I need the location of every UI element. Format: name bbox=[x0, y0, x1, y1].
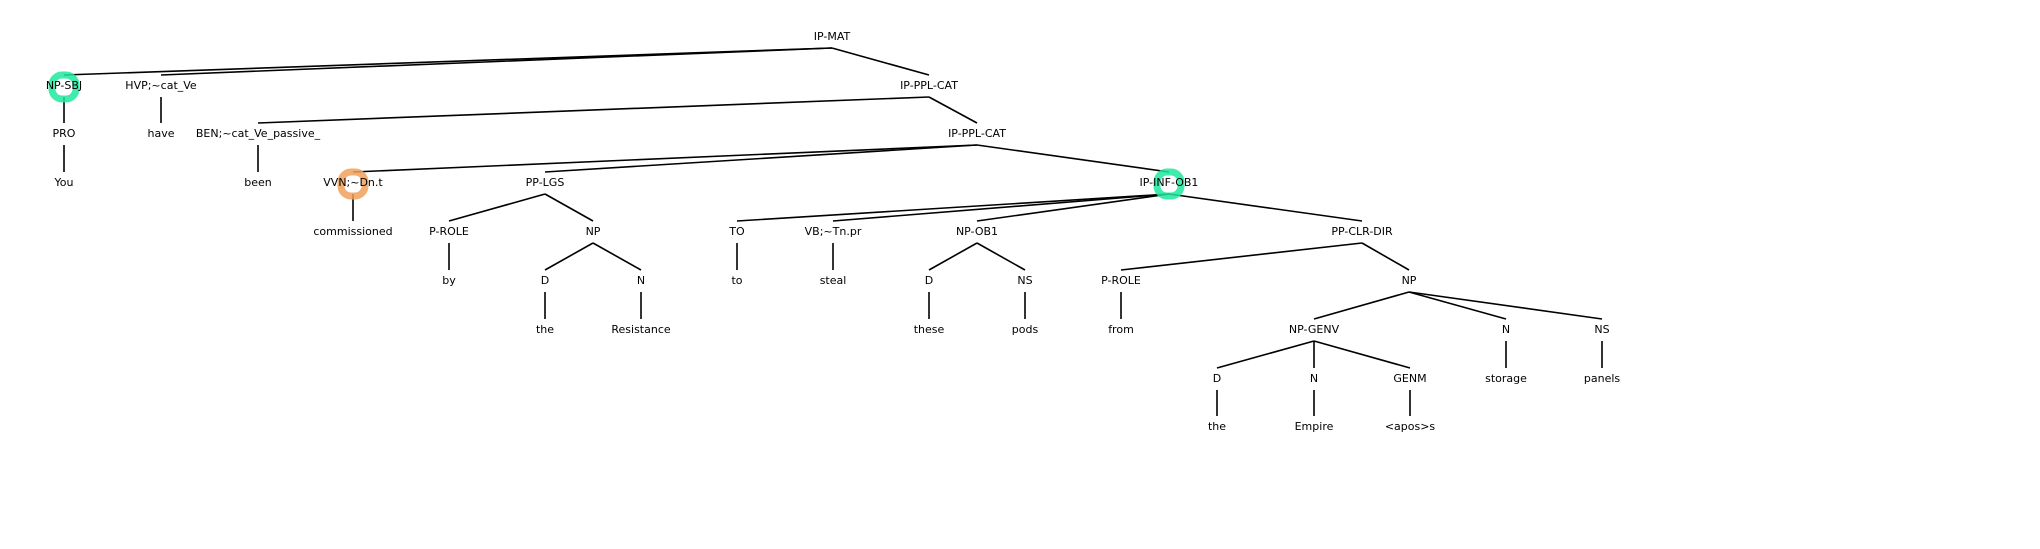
tree-node-label: D bbox=[925, 274, 933, 287]
tree-node-label: N bbox=[637, 274, 645, 287]
tree-node-label: IP-INF-OB1 bbox=[1140, 176, 1199, 189]
tree-edge-n34-n39 bbox=[1216, 340, 1315, 369]
tree-node-label: GENM bbox=[1393, 372, 1426, 385]
tree-edge-n11-n14 bbox=[448, 193, 546, 222]
tree-node-label: VB;~Tn.pr bbox=[805, 225, 862, 238]
node-highlight-green bbox=[1153, 168, 1185, 200]
tree-edge-n12-n24 bbox=[1168, 193, 1363, 222]
tree-edge-n34-n41 bbox=[1313, 340, 1411, 369]
tree-edge-n23-n27 bbox=[928, 242, 978, 271]
tree-edge-n0-n2 bbox=[160, 47, 833, 76]
tree-node-label: from bbox=[1108, 323, 1134, 336]
tree-edges bbox=[63, 47, 1603, 416]
node-highlights bbox=[48, 71, 1185, 200]
tree-node-label: IP-PPL-CAT bbox=[900, 79, 958, 92]
tree-node-label: NP-OB1 bbox=[956, 225, 998, 238]
tree-node-label: BEN;~cat_Ve_passive_ bbox=[196, 127, 321, 140]
tree-node-label: steal bbox=[820, 274, 847, 287]
tree-node-label: NP-SBJ bbox=[46, 79, 82, 92]
tree-node-label: NS bbox=[1594, 323, 1609, 336]
tree-node-label: panels bbox=[1584, 372, 1621, 385]
tree-edge-n3-n7 bbox=[257, 96, 930, 124]
tree-edge-n23-n28 bbox=[976, 242, 1026, 271]
tree-node-label: the bbox=[1208, 420, 1226, 433]
tree-edge-n12-n22 bbox=[832, 193, 1170, 222]
tree-node-label: PP-LGS bbox=[526, 176, 565, 189]
tree-node-label: N bbox=[1502, 323, 1510, 336]
tree-edge-n32-n34 bbox=[1313, 291, 1410, 320]
tree-node-label: D bbox=[1213, 372, 1221, 385]
tree-node-label: VVN;~Dn.t bbox=[323, 176, 383, 189]
tree-node-label: HVP;~cat_Ve bbox=[125, 79, 197, 92]
tree-node-label: NP-GENV bbox=[1289, 323, 1340, 336]
tree-edge-n8-n10 bbox=[352, 144, 978, 173]
tree-node-label: have bbox=[148, 127, 175, 140]
tree-node-label: NP bbox=[1402, 274, 1417, 287]
tree-node-label: IP-PPL-CAT bbox=[948, 127, 1006, 140]
tree-edge-n3-n8 bbox=[928, 96, 978, 124]
tree-edge-n12-n21 bbox=[736, 193, 1170, 222]
tree-edge-n11-n15 bbox=[544, 193, 594, 222]
tree-edge-n8-n12 bbox=[976, 144, 1170, 173]
tree-node-label: Resistance bbox=[611, 323, 671, 336]
tree-node-label: TO bbox=[728, 225, 745, 238]
tree-node-label: PRO bbox=[53, 127, 76, 140]
tree-edge-n24-n32 bbox=[1361, 242, 1410, 271]
tree-edge-n32-n36 bbox=[1408, 291, 1603, 320]
tree-edge-n15-n18 bbox=[592, 242, 642, 271]
tree-node-label: P-ROLE bbox=[1101, 274, 1141, 287]
node-highlight-green bbox=[48, 71, 80, 103]
tree-node-label: D bbox=[541, 274, 549, 287]
tree-edge-n12-n23 bbox=[976, 193, 1170, 222]
tree-edge-n0-n3 bbox=[831, 47, 930, 76]
tree-node-label: commissioned bbox=[313, 225, 392, 238]
tree-node-label: IP-MAT bbox=[814, 30, 851, 43]
tree-node-label: Empire bbox=[1295, 420, 1334, 433]
tree-node-label: P-ROLE bbox=[429, 225, 469, 238]
tree-node-label: the bbox=[536, 323, 554, 336]
tree-node-label: You bbox=[54, 176, 74, 189]
tree-node-label: been bbox=[244, 176, 272, 189]
tree-node-label: pods bbox=[1012, 323, 1039, 336]
tree-node-label: N bbox=[1310, 372, 1318, 385]
tree-edge-n24-n31 bbox=[1120, 242, 1363, 271]
tree-node-label: NP bbox=[586, 225, 601, 238]
tree-edge-n15-n17 bbox=[544, 242, 594, 271]
node-highlight-orange bbox=[337, 168, 369, 200]
tree-node-label: PP-CLR-DIR bbox=[1331, 225, 1393, 238]
tree-node-label: by bbox=[442, 274, 456, 287]
tree-node-label: storage bbox=[1485, 372, 1527, 385]
tree-node-label: <apos>s bbox=[1385, 420, 1436, 433]
tree-edge-n8-n11 bbox=[544, 144, 978, 173]
tree-node-label: NS bbox=[1017, 274, 1032, 287]
tree-node-label: to bbox=[731, 274, 742, 287]
tree-node-label: these bbox=[914, 323, 945, 336]
tree-edge-n32-n35 bbox=[1408, 291, 1507, 320]
